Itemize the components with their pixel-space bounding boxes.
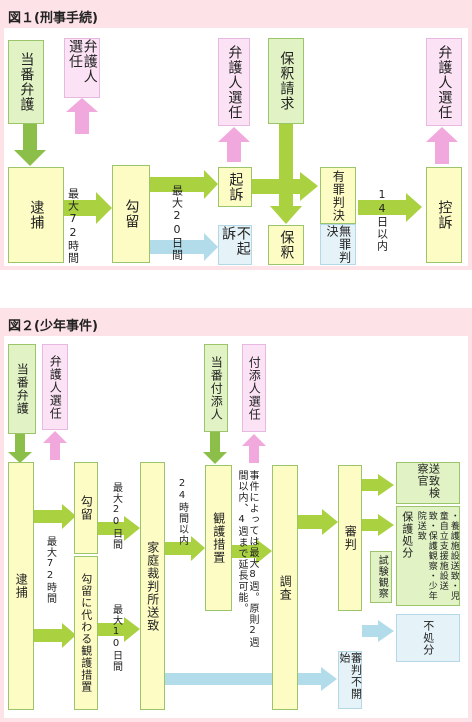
shiken-box: 試験観察	[370, 551, 392, 603]
koso-label: 控訴	[436, 200, 453, 230]
arrow2-tobanfuzoku-to-kango-top	[203, 432, 227, 464]
koryu2-box: 勾留	[74, 462, 98, 554]
koryu-kawaru-box: 勾留に代わる観護措置	[74, 556, 98, 710]
toban-bengo-box: 当番弁護	[8, 40, 44, 124]
bengo-senin-box-3: 弁護人選任	[426, 38, 462, 126]
bengo-senin-box-2: 弁護人選任	[218, 38, 250, 126]
hoshaku-label: 保釈	[278, 230, 295, 260]
hoshaku-seikyu-label: 保釈請求	[278, 51, 295, 111]
h24-label: 24時間以内	[176, 478, 188, 546]
chosa-label: 調査	[278, 574, 293, 601]
max20-2-label: 最大20日間	[110, 482, 122, 550]
fuzoku-label: 付添人選任	[247, 355, 262, 421]
kiso-box: 起訴	[218, 167, 252, 207]
fushobun-label: 不処分	[421, 620, 435, 656]
katei-box: 家庭裁判所送致	[140, 462, 165, 710]
fukaishi-label: 審判不開始	[338, 652, 363, 700]
figure2-title: 図２(少年事件)	[8, 319, 98, 334]
fukaishi-box: 審判不開始	[338, 651, 363, 709]
fuzoku-box: 付添人選任	[242, 344, 266, 432]
arrow2-katei-to-fukaishi-top	[165, 667, 337, 691]
yuzai-box: 有罪判決	[320, 167, 356, 224]
arrow-koryu-to-kiso	[150, 170, 218, 199]
taiho-label: 逮捕	[28, 200, 45, 230]
toban2-label: 当番弁護	[15, 363, 30, 415]
bengo-senin-label-3: 弁護人選任	[436, 44, 453, 120]
muzai-label: 無罪判決	[325, 225, 352, 264]
arrow2-katei-to-kango-top	[165, 536, 205, 561]
arrow2-kawaru-to-katei-top	[98, 617, 140, 642]
hoshaku-seikyu-box: 保釈請求	[268, 38, 304, 124]
fukiso-box: 不起訴	[218, 225, 252, 265]
kiso-label: 起訴	[227, 172, 244, 202]
arrow2-taiho-to-kawaru-top	[34, 623, 76, 648]
katei-label: 家庭裁判所送致	[145, 540, 160, 632]
bengo-senin-label-1: 弁護人選任	[67, 39, 98, 84]
hoshaku-box: 保釈	[268, 225, 304, 265]
arrow-koso-to-bengo3	[426, 127, 458, 164]
figure1-title: 図１(刑事手続)	[8, 11, 98, 26]
bengo2-box: 弁護人選任	[42, 344, 68, 430]
arrow2-kango-to-chosa-top	[232, 539, 272, 564]
kango-box: 観護措置	[205, 465, 232, 611]
toban2-box: 当番弁護	[8, 344, 36, 434]
yuzai-label: 有罪判決	[331, 169, 346, 222]
hogo-label: 保護処分	[400, 511, 414, 559]
koryu-box: 勾留	[112, 165, 150, 263]
bengo-senin-label-2: 弁護人選任	[226, 44, 243, 120]
arrow-kiso-to-bengo2	[218, 127, 250, 162]
koso-box: 控訴	[426, 167, 462, 263]
toban-fuzoku-box: 当番付添人	[204, 344, 228, 432]
days14-label: 14日以内	[375, 188, 389, 252]
koryu-kawaru-label: 勾留に代わる観護措置	[79, 573, 93, 693]
arrow2-shinpan-to-hogo-top	[362, 514, 394, 536]
arrow-koryu-to-fukiso	[150, 233, 218, 261]
toban-fuzoku-label: 当番付添人	[209, 355, 224, 421]
toban-bengo-label: 当番弁護	[18, 52, 35, 112]
arrow-yuzai-to-koso	[358, 193, 422, 222]
hogo-box: 保護処分 ・養護施設送致・児童自立支援施設送致・保護観察・少年院送致	[396, 506, 460, 606]
arrow2-koryu-to-katei-top	[98, 516, 140, 541]
max72-2-label: 最大72時間	[44, 536, 56, 604]
arrow2-toban-to-taiho-top	[8, 434, 32, 463]
taiho-box: 逮捕	[8, 167, 64, 263]
fukiso-label: 不起訴	[220, 226, 251, 256]
arrow2-shinpan-to-fushobun-top	[362, 620, 394, 642]
kango-note: 事件によっては最大8週。原則2週間以内、4週まで延長可能。	[236, 470, 258, 648]
fushobun-box: 不処分	[396, 614, 460, 662]
arrow-toban-to-taiho	[14, 124, 46, 166]
shinpan-box: 審判	[338, 465, 362, 611]
arrow2-taiho-to-koryu-top	[34, 504, 76, 529]
shiken-label: 試験観察	[376, 555, 388, 599]
max20-label: 最大20日間	[170, 185, 184, 261]
koryu2-label: 勾留	[79, 495, 94, 521]
arrow-seikyu-to-hoshaku	[270, 124, 302, 224]
arrow2-kango-to-fuzoku-top	[242, 434, 266, 463]
taiho2-label: 逮捕	[14, 573, 29, 599]
arrow2-chosa-to-shinpan-top	[298, 509, 338, 535]
bengo-senin-box-1: 弁護人選任	[64, 38, 100, 98]
kango-label: 観護措置	[211, 512, 226, 564]
arrow-taiho-to-koryu	[64, 192, 112, 224]
soji-label: 送致検察官	[416, 463, 441, 499]
shinpan-label: 審判	[343, 525, 358, 551]
bengo2-label: 弁護人選任	[48, 354, 63, 420]
koryu-label: 勾留	[123, 199, 140, 229]
max72-label: 最大72時間	[66, 188, 80, 264]
max10-label: 最大10日間	[110, 604, 122, 672]
taiho2-box: 逮捕	[8, 462, 34, 710]
arrow-taiho-to-bengo1	[66, 98, 98, 134]
muzai-box: 無罪判決	[320, 224, 356, 265]
hogo-detail-label: ・養護施設送致・児童自立支援施設送致・保護観察・少年院送致	[415, 511, 459, 601]
chosa-box: 調査	[272, 465, 298, 710]
arrow2-shinpan-to-soji-top	[362, 474, 394, 496]
arrow2-taiho-to-bengo-top	[43, 431, 67, 460]
soji-box: 送致検察官	[396, 462, 460, 504]
